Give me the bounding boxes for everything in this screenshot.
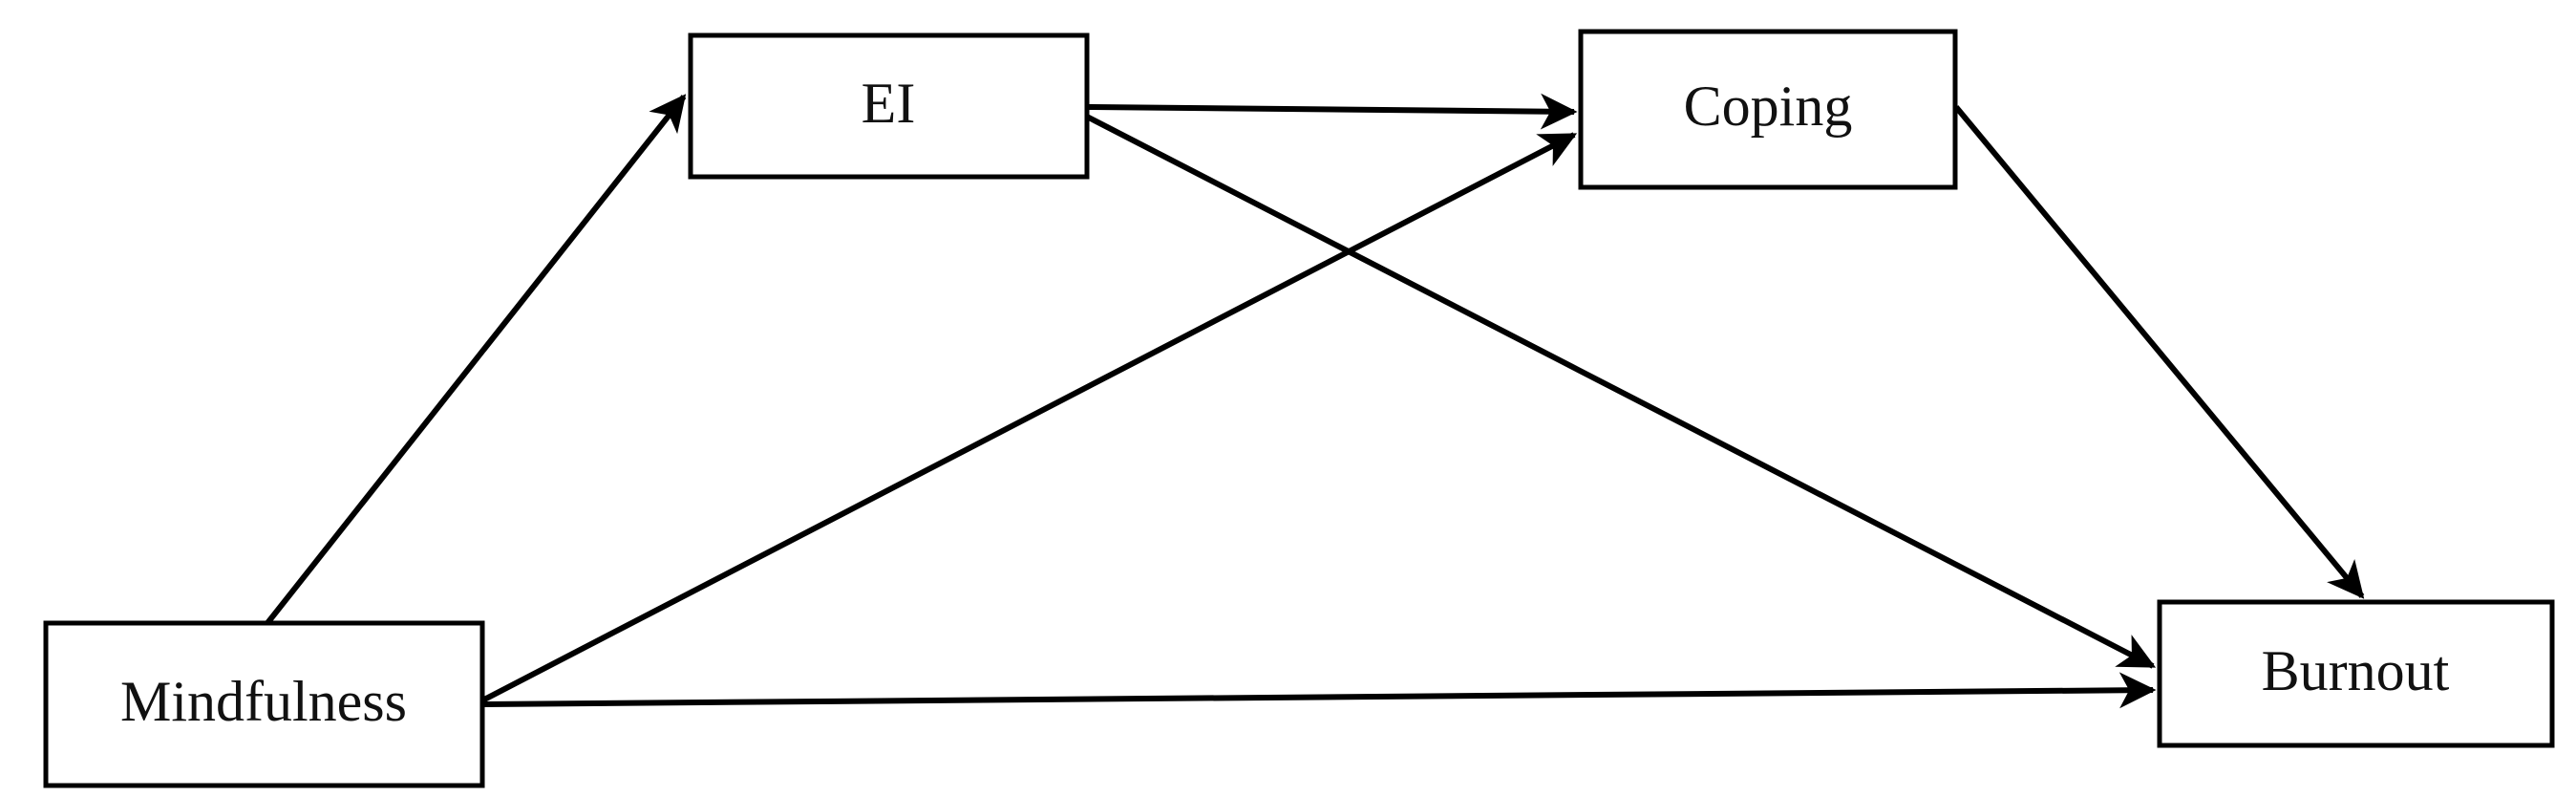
edge-layer	[265, 93, 2365, 709]
node-ei-box[interactable]	[688, 32, 1090, 180]
node-coping-box[interactable]	[1578, 29, 1958, 190]
node-coping[interactable]: Coping	[1578, 29, 1958, 190]
edge-mindfulness-to-coping	[480, 132, 1578, 703]
edge-ei-to-burnout	[1085, 114, 2157, 669]
edge-coping-to-burnout	[1953, 105, 2365, 599]
node-burnout-label: Burnout	[2262, 639, 2450, 702]
node-mindfulness-label: Mindfulness	[120, 670, 407, 733]
node-mindfulness[interactable]: Mindfulness	[43, 620, 485, 788]
node-coping-label: Coping	[1684, 75, 1853, 138]
node-burnout-box[interactable]	[2157, 599, 2555, 748]
node-layer: Mindfulness EI Coping Burnout	[43, 29, 2555, 788]
edge-mindfulness-to-burnout	[481, 672, 2157, 709]
node-ei[interactable]: EI	[688, 32, 1090, 180]
node-mindfulness-box[interactable]	[43, 620, 485, 788]
node-ei-label: EI	[862, 72, 916, 135]
edge-ei-to-coping	[1086, 93, 1578, 130]
node-burnout[interactable]: Burnout	[2157, 599, 2555, 748]
edge-mindfulness-to-ei	[265, 94, 687, 625]
